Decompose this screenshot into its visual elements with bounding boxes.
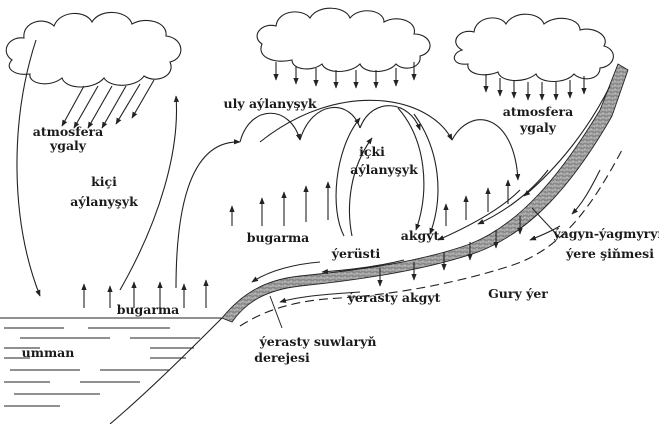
label-icki-1: içki — [359, 144, 385, 159]
cloud-left — [5, 11, 182, 88]
label-yerasty-suw-1: ýerasty suwlaryň — [259, 334, 377, 349]
ocean — [0, 317, 222, 407]
land-profile — [109, 63, 629, 424]
rain-middle — [273, 62, 417, 89]
evaporation-land-arrows — [229, 179, 511, 226]
label-icki-2: aýlanyşyk — [350, 162, 418, 177]
cloud-middle — [256, 7, 431, 73]
label-yerusti: ýerüsti — [331, 246, 381, 261]
label-atmosfera-right-1: atmosfera — [503, 104, 574, 119]
label-kici-1: kiçi — [91, 174, 117, 189]
label-akgyt: akgyt — [401, 228, 440, 243]
label-atmosfera-left-2: ygaly — [49, 138, 87, 153]
label-yagyn-2: ýere şiňmesi — [565, 246, 654, 261]
label-yagyn-1: ýagyn-ýagmyryň — [552, 226, 659, 241]
label-bugarma-sea: bugarma — [117, 302, 180, 317]
label-atmosfera-left-1: atmosfera — [33, 124, 104, 139]
cloud-right — [453, 13, 614, 83]
label-bugarma-land: bugarma — [247, 230, 310, 245]
label-gury-yer: Gury ýer — [488, 286, 548, 301]
label-atmosfera-right-2: ygaly — [519, 120, 557, 135]
leader-lines — [269, 207, 561, 329]
label-uly-aylanysyk: uly aýlanyşyk — [224, 96, 317, 111]
label-yerasty-akgyt: ýerasty akgyt — [347, 290, 441, 305]
surface-runoff-arrows — [251, 85, 611, 283]
groundwater-flow-arrows — [279, 169, 601, 303]
evaporation-sea-arrows — [81, 279, 209, 308]
small-circulation — [16, 39, 180, 297]
label-yerasty-suw-2: derejesi — [254, 350, 310, 365]
label-kici-2: aýlanyşyk — [70, 194, 138, 209]
label-umman: umman — [22, 345, 75, 360]
internal-circulation — [335, 107, 439, 237]
rain-right — [483, 74, 587, 101]
rain-left — [61, 79, 155, 129]
big-circulation-loops — [175, 99, 521, 289]
infiltration-arrows — [377, 216, 523, 287]
